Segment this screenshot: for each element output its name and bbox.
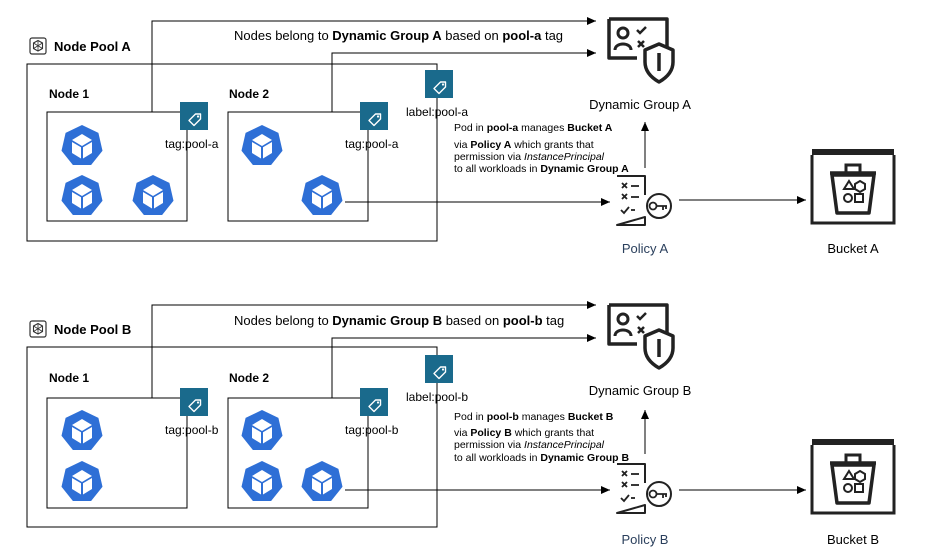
policy-key-icon <box>616 175 672 226</box>
node-pool-icon <box>29 37 47 55</box>
svg-text:to all workloads in Dynamic Gr: to all workloads in Dynamic Group A <box>454 163 629 175</box>
svg-text:Pod in pool-b manages Bucket B: Pod in pool-b manages Bucket B <box>454 411 614 423</box>
node-pool-a-label: Node Pool A <box>54 39 131 54</box>
node-2-to-group-connector <box>331 49 596 112</box>
group-membership-text: Nodes belong to Dynamic Group A based on… <box>234 28 563 43</box>
tag-icon <box>179 387 209 417</box>
pool-label-text: label:pool-a <box>406 105 468 119</box>
node-pool-icon <box>29 320 47 338</box>
pool-label-text: label:pool-b <box>406 390 468 404</box>
group-membership-text: Nodes belong to Dynamic Group B based on… <box>234 313 564 328</box>
policy-key-icon <box>616 463 672 514</box>
node-1-label: Node 1 <box>49 87 89 101</box>
svg-text:permission via InstancePrincip: permission via InstancePrincipal <box>454 439 605 451</box>
policy-note: Pod in pool-b manages Bucket B via Polic… <box>454 411 629 464</box>
node-2-box <box>227 111 369 222</box>
node-2-tag: tag:pool-a <box>345 137 399 151</box>
svg-text:via Policy A which grants that: via Policy A which grants that <box>454 139 594 151</box>
section-b: Node Pool B Node 1 Node 2 tag:pool-b tag… <box>26 301 896 547</box>
node-1-tag: tag:pool-a <box>165 137 219 151</box>
svg-text:Pod in pool-a manages Bucket A: Pod in pool-a manages Bucket A <box>454 122 613 134</box>
node-pool-a-box <box>26 63 438 242</box>
policy-a-label: Policy A <box>622 241 669 256</box>
tag-icon <box>424 69 454 99</box>
tag-icon <box>179 101 209 131</box>
node-1-label: Node 1 <box>49 371 89 385</box>
policy-note: Pod in pool-a manages Bucket A via Polic… <box>454 122 629 175</box>
node-2-tag: tag:pool-b <box>345 423 399 437</box>
storage-bucket-icon <box>810 147 896 225</box>
node-1-tag: tag:pool-b <box>165 423 219 437</box>
policy-b-label: Policy B <box>622 532 669 547</box>
node-2-label: Node 2 <box>229 371 269 385</box>
dynamic-group-shield-icon <box>607 303 675 370</box>
node-pool-b-box <box>26 346 438 528</box>
node-1-to-group-connector <box>151 301 596 398</box>
node-pool-b-label: Node Pool B <box>54 322 131 337</box>
bucket-a-label: Bucket A <box>827 241 879 256</box>
dynamic-group-b-label: Dynamic Group B <box>589 383 692 398</box>
bucket-b-label: Bucket B <box>827 532 879 547</box>
storage-bucket-icon <box>810 437 896 515</box>
node-2-label: Node 2 <box>229 87 269 101</box>
tag-icon <box>359 387 389 417</box>
svg-text:via Policy B which grants that: via Policy B which grants that <box>454 427 594 439</box>
svg-text:to all workloads in Dynamic Gr: to all workloads in Dynamic Group B <box>454 452 629 464</box>
dynamic-group-a-label: Dynamic Group A <box>589 97 691 112</box>
node-2-to-group-connector <box>331 334 596 398</box>
section-a: Node Pool A Node 1 Node 2 tag:pool-a tag… <box>26 17 896 256</box>
dynamic-group-shield-icon <box>607 17 675 84</box>
node-1-to-group-connector <box>151 17 596 112</box>
tag-icon <box>424 354 454 384</box>
svg-text:permission via InstancePrincip: permission via InstancePrincipal <box>454 151 605 163</box>
tag-icon <box>359 101 389 131</box>
